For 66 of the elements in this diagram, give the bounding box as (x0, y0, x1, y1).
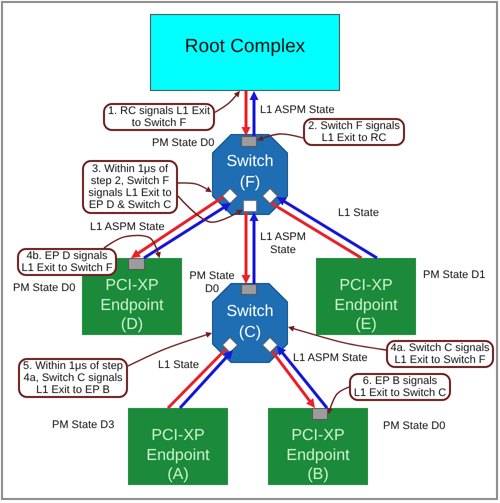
leader-arrow (177, 196, 243, 223)
callout-box (82, 160, 178, 214)
callout-text: 1. RC signals L1 Exit to Switch F (108, 105, 210, 129)
port-block (241, 136, 257, 147)
callout-text: 2. Switch F signals L1 Exit to RC (308, 120, 400, 144)
callout-text: 4b. EP D signals L1 Exit to Switch F (21, 250, 113, 274)
state-label: L1 ASPM State (260, 104, 335, 116)
state-label: PM State D0 (13, 282, 76, 294)
state-label: PM State D0 (152, 136, 214, 150)
leader-arrow (128, 332, 212, 367)
callout-box (349, 373, 451, 401)
leader-arrow (178, 182, 212, 192)
signal-arrow (242, 91, 250, 136)
state-label: L1 ASPM State (293, 352, 368, 364)
leader-arrow (214, 90, 240, 113)
state-label: L1 ASPM State (90, 220, 165, 234)
port-diamond (262, 188, 278, 204)
callout-text: 5. Within 1μs of step 4a, Switch C signals L1 Exit to EP B (23, 360, 123, 396)
callout-text: 6. EP B signals L1 Exit to Switch C (354, 375, 446, 399)
endpoint-box (316, 258, 416, 335)
signal-arrow (178, 350, 233, 410)
signal-arrow (131, 196, 224, 258)
leader-arrow (288, 326, 386, 351)
state-label: PM State D0 (189, 270, 235, 296)
port-block (312, 408, 328, 420)
port-block (128, 258, 145, 270)
leader-arrow (104, 234, 161, 258)
endpoint-label: PCI-XP Endpoint (A) (146, 426, 210, 484)
signal-arrow (143, 203, 231, 260)
endpoint-label: PCI-XP Endpoint (B) (286, 426, 350, 484)
port-diamond (222, 188, 238, 204)
signal-arrow (242, 212, 250, 284)
port-block (243, 200, 257, 212)
state-label: PM State D3 (52, 418, 114, 432)
callout-text: 3. Within 1μs of step 2, Switch F signals L1 Exit to EP D & Switch C (88, 163, 172, 211)
leader-arrow (257, 133, 304, 141)
callout-box (103, 103, 215, 131)
signal-arrow (250, 91, 258, 136)
endpoint-box (268, 408, 368, 485)
switch-octagon (212, 134, 288, 215)
state-label: L1 State (338, 206, 379, 220)
port-diamond (262, 337, 278, 353)
callout-text: 4a. Switch C signals L1 Exit to Switch F (390, 342, 490, 366)
state-label: L1 ASPM State (260, 230, 306, 256)
signal-arrow (250, 212, 258, 284)
endpoint-box (128, 408, 228, 485)
signal-line (166, 348, 228, 410)
port-diamond (222, 337, 238, 353)
state-label: PM State D0 (383, 420, 446, 432)
port-block (241, 284, 257, 295)
root-complex-box (150, 14, 340, 91)
signal-line (270, 202, 362, 260)
endpoint-label: PCI-XP Endpoint (D) (100, 276, 164, 334)
callout-box (17, 248, 117, 276)
switch-label: Switch (F) (226, 152, 274, 192)
endpoint-label: PCI-XP Endpoint (E) (334, 276, 398, 334)
callout-box (303, 118, 405, 146)
leader-arrow (327, 386, 350, 414)
root-complex-label: Root Complex (184, 36, 306, 58)
callout-box (386, 340, 494, 368)
signal-arrow (277, 197, 378, 260)
switch-label: Switch (C) (226, 302, 274, 342)
signal-arrow (277, 346, 328, 409)
state-label: L1 State (158, 358, 199, 372)
state-label: PM State D1 (423, 268, 486, 282)
signal-arrow (270, 350, 315, 408)
